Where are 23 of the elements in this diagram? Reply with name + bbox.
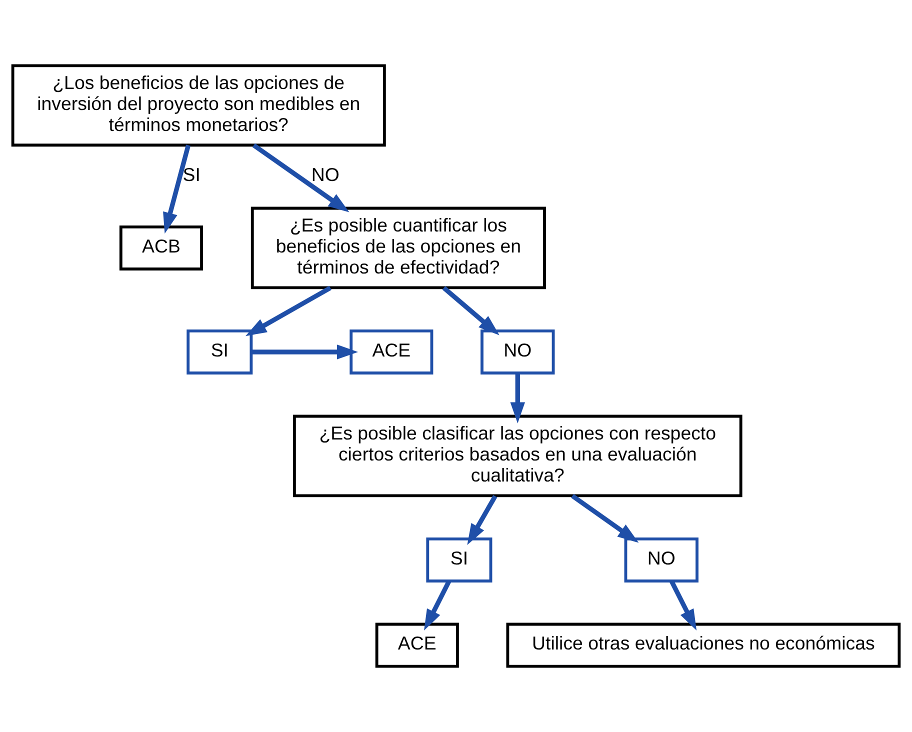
node-box: NO — [480, 329, 555, 374]
edge-label: NO — [311, 164, 340, 186]
node-box: ACE — [375, 622, 459, 668]
arrow — [442, 286, 500, 336]
node-box: SI — [426, 538, 492, 582]
arrow — [252, 344, 358, 360]
arrow — [669, 580, 697, 631]
node-box: ¿Es posible cuantificar los beneficios de las opciones en términos de efectividad? — [250, 206, 546, 290]
arrow — [245, 286, 332, 336]
node-box: ¿Es posible clasificar las opciones con respecto ciertos criterios basados en una evaluación cualitativa? — [292, 414, 742, 498]
node-box: Utilice otras evaluaciones no económicas — [506, 622, 901, 668]
arrow — [252, 143, 350, 212]
node-box: ¿Los beneficios de las opciones de inversión del proyecto son medibles en términos monetarios? — [11, 64, 386, 147]
node-box: ACE — [350, 329, 434, 374]
arrow — [424, 580, 452, 631]
edge-label: SI — [182, 164, 200, 186]
node-box: NO — [624, 538, 698, 582]
node-box: SI — [186, 329, 253, 374]
arrow — [163, 144, 191, 234]
arrow — [571, 494, 639, 543]
arrow — [467, 495, 498, 545]
arrow — [510, 373, 526, 424]
node-box: ACB — [119, 225, 203, 270]
